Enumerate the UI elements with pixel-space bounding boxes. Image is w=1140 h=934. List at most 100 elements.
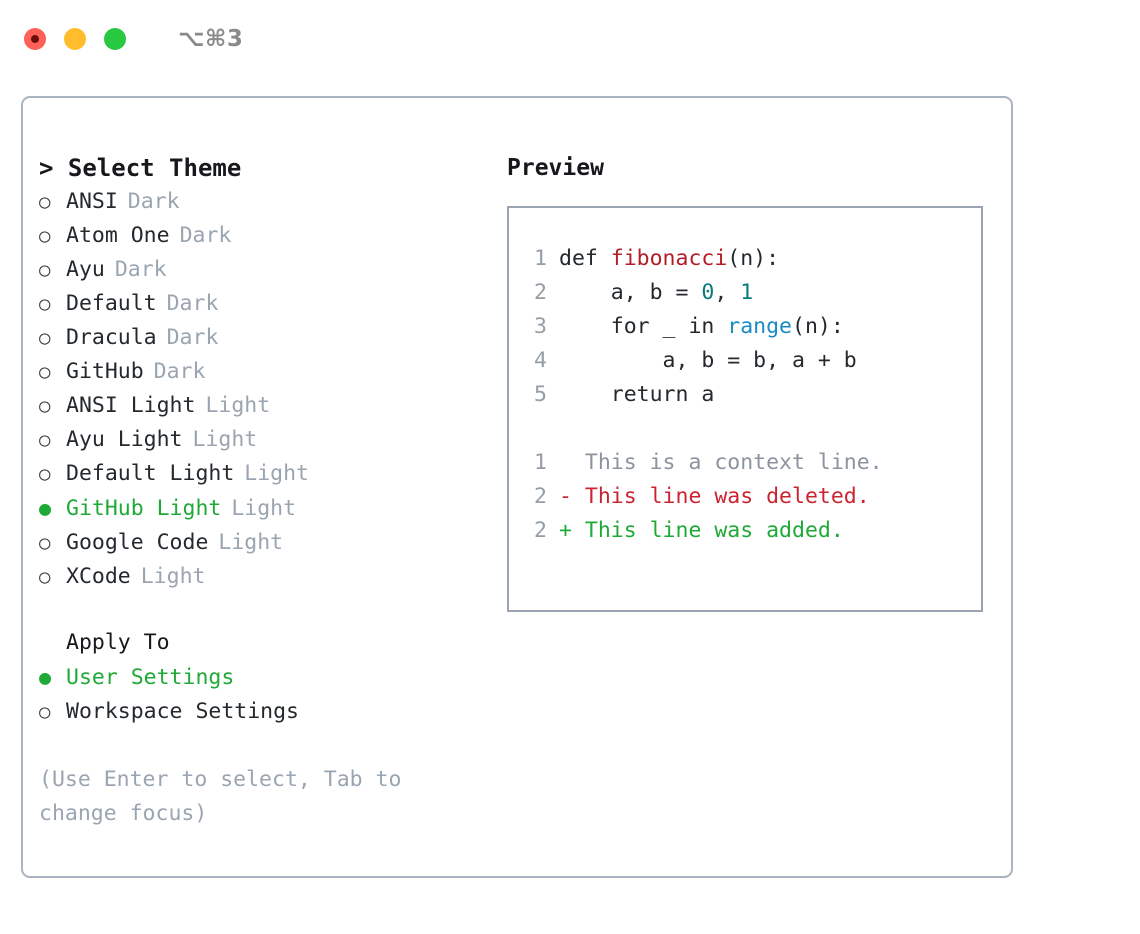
code-line-content: for _ in range(n): xyxy=(559,310,844,344)
code-token-plain: a, b = b, a + b xyxy=(559,348,857,373)
diff-sample: 1 This is a context line.2- This line wa… xyxy=(525,446,981,548)
theme-option[interactable]: ○ Dracula Dark xyxy=(39,321,503,355)
theme-option-variant-tag: Light xyxy=(140,564,206,589)
code-diff-gap xyxy=(525,412,981,446)
apply-to-option[interactable]: ○ Workspace Settings xyxy=(39,695,503,729)
theme-option-label: ANSI Light xyxy=(66,393,196,418)
theme-option[interactable]: ○ GitHub Dark xyxy=(39,355,503,389)
window-controls xyxy=(24,28,126,50)
radio-unselected-icon: ○ xyxy=(39,191,51,213)
apply-to-title: Apply To xyxy=(66,630,170,655)
theme-option[interactable]: ● GitHub Light Light xyxy=(39,491,503,526)
theme-option[interactable]: ○ ANSI Dark xyxy=(39,185,503,219)
radio-unselected-icon: ○ xyxy=(39,395,51,417)
code-line-content: def fibonacci(n): xyxy=(559,242,779,276)
theme-option-label: ANSI xyxy=(66,189,118,214)
theme-option-label: GitHub xyxy=(66,359,144,384)
select-theme-prompt: > Select Theme xyxy=(39,154,242,182)
code-line: 5 return a xyxy=(525,378,981,412)
code-line-content: a, b = 0, 1 xyxy=(559,276,753,310)
diff-line-content: This is a context line. xyxy=(584,450,883,475)
theme-option[interactable]: ○ Ayu Light Light xyxy=(39,423,503,457)
diff-marker: + xyxy=(559,518,585,543)
code-line: 1 def fibonacci(n): xyxy=(525,242,981,276)
code-line-content: return a xyxy=(559,378,715,412)
code-line: 4 a, b = b, a + b xyxy=(525,344,981,378)
theme-option[interactable]: ○ XCode Light xyxy=(39,560,503,594)
code-token-call: range xyxy=(727,314,793,339)
code-line: 2 a, b = 0, 1 xyxy=(525,276,981,310)
code-token-plain: (n): xyxy=(792,314,844,339)
apply-to-option-label: User Settings xyxy=(66,665,235,690)
theme-option[interactable]: ○ ANSI Light Light xyxy=(39,389,503,423)
code-token-plain: a, b = xyxy=(559,280,702,305)
theme-option-variant-tag: Dark xyxy=(153,359,206,384)
theme-option-label: Ayu Light xyxy=(66,427,183,452)
code-token-plain: , xyxy=(714,280,741,305)
code-token-plain: def xyxy=(559,246,611,271)
diff-line-content: This line was deleted. xyxy=(584,484,870,509)
code-token-num: 1 xyxy=(740,280,754,305)
theme-option-label: Google Code xyxy=(66,530,209,555)
code-line-number: 2 xyxy=(534,280,547,305)
theme-option-variant-tag: Light xyxy=(205,393,271,418)
theme-option-variant-tag: Light xyxy=(231,496,297,521)
theme-option-label: Ayu xyxy=(66,257,105,282)
code-token-plain: for _ in xyxy=(559,314,728,339)
radio-unselected-icon: ○ xyxy=(39,361,51,383)
diff-line-number: 2 xyxy=(534,484,547,509)
radio-unselected-icon: ○ xyxy=(39,463,51,485)
diff-line: 2 + This line was added. xyxy=(525,514,981,548)
code-line-content: a, b = b, a + b xyxy=(559,344,857,378)
radio-unselected-icon: ○ xyxy=(39,429,51,451)
diff-line-number: 2 xyxy=(534,518,547,543)
code-line: 3 for _ in range(n): xyxy=(525,310,981,344)
code-line-number: 5 xyxy=(534,382,547,407)
theme-option-label: Atom One xyxy=(66,223,170,248)
diff-line-content: This line was added. xyxy=(584,518,844,543)
code-token-num: 0 xyxy=(701,280,715,305)
radio-unselected-icon: ○ xyxy=(39,532,51,554)
radio-selected-icon: ● xyxy=(39,665,52,689)
radio-selected-icon: ● xyxy=(39,496,52,520)
theme-option-variant-tag: Dark xyxy=(166,325,219,350)
maximize-button[interactable] xyxy=(104,28,126,50)
radio-unselected-icon: ○ xyxy=(39,701,51,723)
theme-option-variant-tag: Dark xyxy=(127,189,180,214)
code-line-number: 1 xyxy=(534,246,547,271)
code-token-plain: (n): xyxy=(727,246,780,271)
theme-option-variant-tag: Dark xyxy=(166,291,219,316)
theme-option-label: XCode xyxy=(66,564,131,589)
apply-to-option-label: Workspace Settings xyxy=(66,699,299,724)
radio-unselected-icon: ○ xyxy=(39,566,51,588)
theme-option-variant-tag: Light xyxy=(192,427,258,452)
radio-unselected-icon: ○ xyxy=(39,225,51,247)
minimize-button[interactable] xyxy=(64,28,86,50)
diff-marker xyxy=(559,446,585,480)
code-token-fn: fibonacci xyxy=(610,246,728,271)
apply-to-list[interactable]: ● User Settings ○ Workspace Settings xyxy=(39,660,503,729)
radio-unselected-icon: ○ xyxy=(39,327,51,349)
theme-option[interactable]: ○ Default Light Light xyxy=(39,457,503,491)
close-button[interactable] xyxy=(24,28,46,50)
theme-option-label: Default Light xyxy=(66,461,235,486)
apply-to-option[interactable]: ● User Settings xyxy=(39,660,503,695)
theme-option-label: GitHub Light xyxy=(66,496,222,521)
keyboard-hint-text: (Use Enter to select, Tab to change focu… xyxy=(39,767,402,826)
spacer-after-theme-list xyxy=(39,594,503,626)
diff-line: 2- This line was deleted. xyxy=(525,480,981,514)
theme-option-label: Dracula xyxy=(66,325,157,350)
preview-title: Preview xyxy=(507,155,604,181)
theme-option-variant-tag: Light xyxy=(244,461,310,486)
